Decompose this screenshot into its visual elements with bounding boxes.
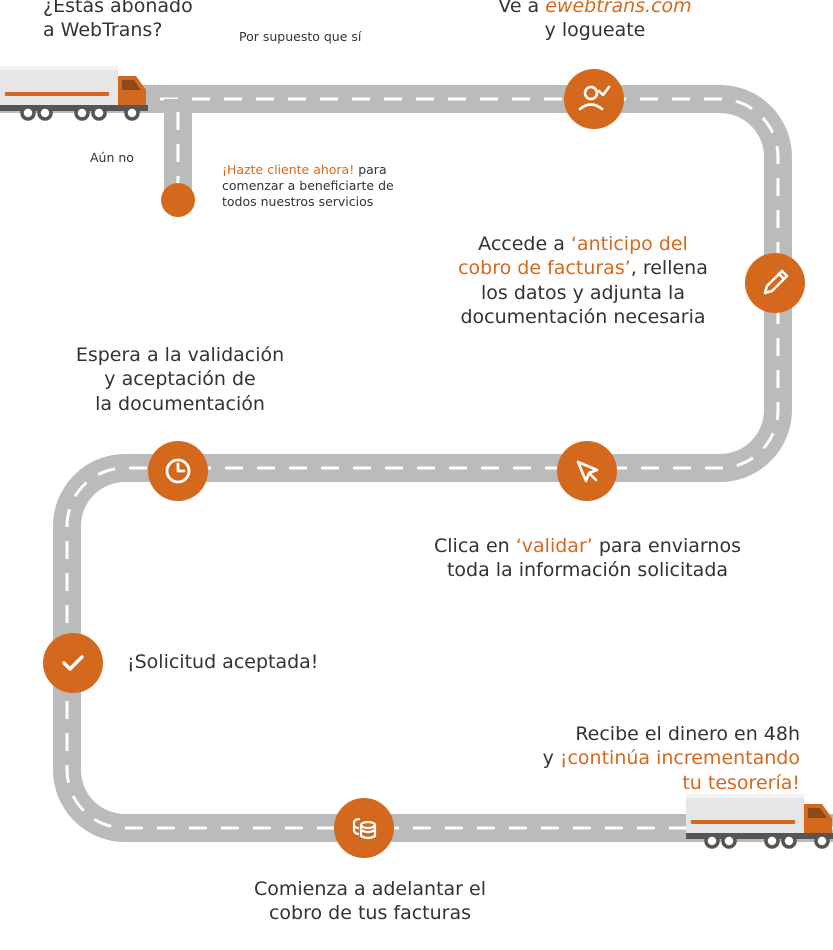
signup-rest-2: comenzar a beneficiarte de <box>222 178 394 193</box>
accepted-step-marker <box>43 633 103 693</box>
validate-step-marker <box>557 441 617 501</box>
start-question-line1: ¿Estás abonado <box>43 0 193 17</box>
fill-l2-post: , rellena <box>631 257 708 279</box>
validate-l1-hl: ‘validar’ <box>516 535 593 557</box>
login-step-text: Ve a ewebtrans.com y logueate <box>450 0 740 43</box>
accepted-step-text: ¡Solicitud aceptada! <box>127 650 318 674</box>
no-label: Aún no <box>90 150 134 166</box>
branch-end-dot <box>161 183 195 217</box>
receive-l2-pre: y <box>543 747 560 769</box>
coins-icon <box>334 798 394 858</box>
signup-rest-3: todos nuestros servicios <box>222 194 373 209</box>
fill-step-text: Accede a ‘anticipo del cobro de facturas… <box>430 232 736 329</box>
wait-step-text: Espera a la validación y aceptación de l… <box>40 343 320 416</box>
validate-l2: toda la información solicitada <box>447 559 728 581</box>
main-road <box>0 99 833 828</box>
signup-rest-1: para <box>354 162 386 177</box>
fill-l1-pre: Accede a <box>478 233 571 255</box>
signup-link[interactable]: ¡Hazte cliente ahora! <box>222 162 354 177</box>
advance-step-marker <box>334 798 394 858</box>
user-check-icon <box>564 69 624 129</box>
validate-l1-pre: Clica en <box>434 535 516 557</box>
login-prefix: Ve a <box>498 0 545 17</box>
wait-step-marker <box>148 441 208 501</box>
yes-label: Por supuesto que sí <box>239 29 361 45</box>
validate-step-text: Clica en ‘validar’ para enviarnos toda l… <box>400 534 775 583</box>
cursor-icon <box>557 441 617 501</box>
wait-l3: la documentación <box>95 393 265 415</box>
fill-l1-hl: ‘anticipo del <box>571 233 688 255</box>
start-question: ¿Estás abonado a WebTrans? <box>43 0 193 43</box>
login-step-marker <box>564 69 624 129</box>
validate-l1-post: para enviarnos <box>593 535 741 557</box>
fill-l3: los datos y adjunta la <box>481 282 685 304</box>
advance-step-text: Comienza a adelantar el cobro de tus fac… <box>210 877 530 926</box>
advance-l1: Comienza a adelantar el <box>254 878 486 900</box>
receive-l1: Recibe el dinero en 48h <box>575 723 800 745</box>
login-link[interactable]: ewebtrans.com <box>545 0 691 17</box>
pencil-icon <box>745 253 805 313</box>
start-question-line2: a WebTrans? <box>43 19 162 41</box>
receive-step-text: Recibe el dinero en 48h y ¡continúa incr… <box>470 722 800 795</box>
fill-step-marker <box>745 253 805 313</box>
fill-l2-hl: cobro de facturas’ <box>458 257 631 279</box>
fill-l4: documentación necesaria <box>460 306 705 328</box>
login-line2: y logueate <box>545 19 646 41</box>
wait-l1: Espera a la validación <box>76 344 284 366</box>
check-icon <box>43 633 103 693</box>
wait-l2: y aceptación de <box>104 368 255 390</box>
clock-icon <box>148 441 208 501</box>
signup-text: ¡Hazte cliente ahora! para comenzar a be… <box>222 162 394 210</box>
advance-l2: cobro de tus facturas <box>269 902 471 924</box>
receive-l2-hl: ¡continúa incrementando <box>560 747 800 769</box>
receive-l3-hl: tu tesorería! <box>682 772 800 794</box>
